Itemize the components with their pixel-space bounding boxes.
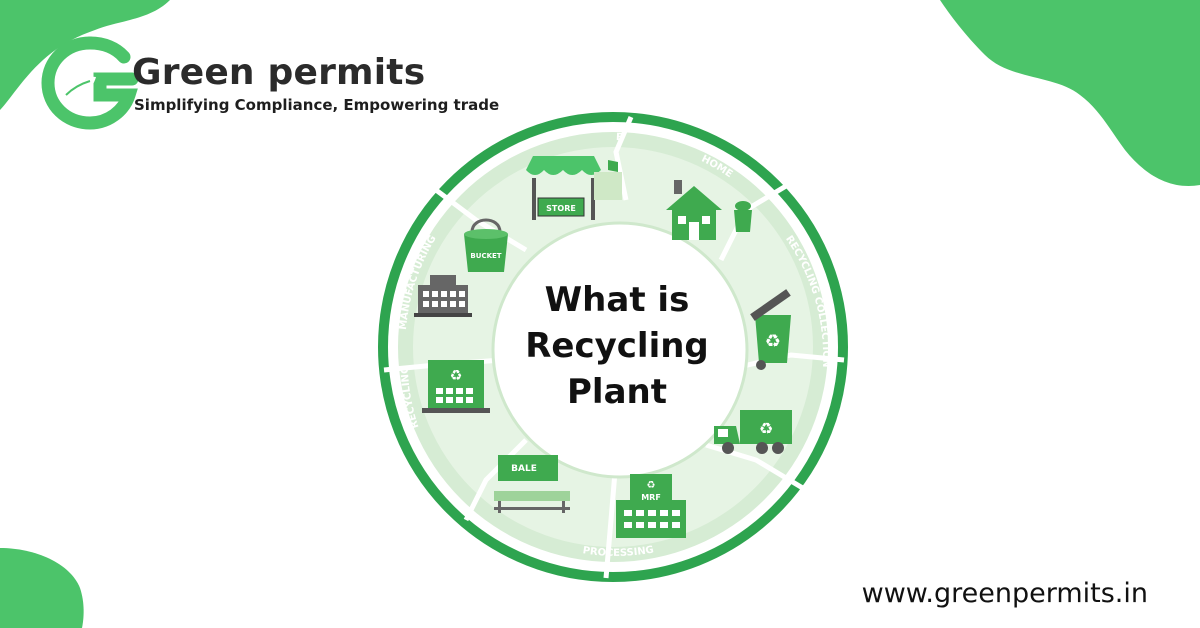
center-title: What is Recycling Plant [510, 278, 724, 416]
recycle-bin-icon: ♻ [750, 289, 791, 370]
store-icon: STORE [526, 156, 622, 220]
factory-icon [414, 275, 472, 317]
recycle-truck-icon: ♻ [714, 410, 792, 454]
center-title-line-2: Recycling [525, 325, 709, 366]
leaf-g-icon [41, 36, 139, 130]
svg-text:BUCKET: BUCKET [470, 252, 501, 260]
bale-conveyor-icon: BALE [494, 455, 570, 513]
center-title-line-3: Plant [567, 371, 667, 412]
brand-name: Green permits [132, 52, 426, 93]
mrf-building-icon: ♻ MRF [616, 474, 686, 538]
bucket-icon: BUCKET [464, 218, 508, 272]
center-title-line-1: What is [544, 280, 690, 320]
top-right-blob [940, 0, 1200, 186]
svg-text:MRF: MRF [641, 493, 661, 502]
svg-text:♻: ♻ [647, 480, 656, 491]
svg-text:♻: ♻ [450, 368, 463, 384]
website-url[interactable]: www.greenpermits.in [861, 578, 1148, 609]
recycling-cycle-wheel: STORE HOME RECYCLING COLLECTION PROCESSI… [376, 110, 848, 582]
svg-text:♻: ♻ [765, 331, 781, 352]
top-left-blob [0, 0, 170, 110]
svg-text:♻: ♻ [759, 419, 773, 438]
house-icon [666, 180, 752, 240]
brand-logo[interactable]: Green permits Simplifying Compliance, Em… [40, 35, 499, 130]
brand-tagline: Simplifying Compliance, Empowering trade [134, 96, 500, 114]
svg-text:STORE: STORE [546, 204, 576, 213]
bottom-left-blob [0, 548, 84, 628]
svg-text:BALE: BALE [511, 464, 537, 474]
stage-label-processing: PROCESSING [582, 545, 655, 559]
recycling-facility-icon: ♻ [422, 360, 490, 413]
